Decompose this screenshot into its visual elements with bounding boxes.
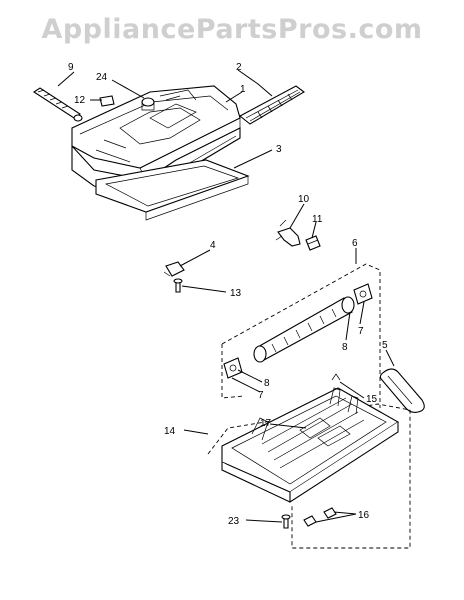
callout-24: 24	[96, 72, 108, 83]
brushroll-part	[255, 297, 353, 361]
callout-9: 9	[68, 62, 74, 73]
callout-15: 15	[366, 394, 378, 405]
base-group-outline	[207, 403, 411, 549]
watermark-text: AppliancePartsPros.com	[41, 14, 423, 45]
callout-7-left: 7	[258, 390, 264, 401]
callout-3: 3	[276, 144, 282, 155]
callout-11: 11	[312, 214, 323, 225]
callout-7-right: 7	[358, 326, 364, 337]
brushroll-assembly	[221, 263, 425, 413]
wire-bracket-part	[277, 227, 301, 247]
callout-1: 1	[240, 84, 246, 95]
clip-part	[99, 95, 115, 107]
bracket-part	[165, 261, 185, 277]
leader-lines	[57, 69, 395, 523]
switch-parts	[275, 219, 321, 251]
base-assembly	[207, 373, 411, 549]
callout-4: 4	[210, 240, 216, 251]
bracket-screw-parts	[163, 261, 185, 293]
callout-labels: 2 9 24 12 1 3 10 11 4 13 6 7 8 5 8 7 15 …	[68, 62, 388, 527]
callout-10: 10	[298, 194, 310, 205]
callout-13: 13	[230, 288, 242, 299]
fastener-part	[303, 515, 317, 527]
bulb-part	[305, 235, 321, 251]
callout-2: 2	[236, 62, 242, 73]
end-cap-left-part	[223, 357, 243, 379]
bottom-plate-part	[95, 159, 250, 213]
end-cap-right-part	[353, 283, 373, 305]
knob-part	[141, 97, 155, 107]
callout-12: 12	[74, 95, 86, 106]
belt-part	[379, 368, 425, 413]
hood-top-part	[71, 85, 241, 169]
brushroll-group-outline	[221, 263, 381, 408]
callout-8-left: 8	[264, 378, 270, 389]
callout-5: 5	[382, 340, 388, 351]
callout-17: 17	[260, 418, 272, 429]
callout-23: 23	[228, 516, 240, 527]
hood-assembly	[32, 85, 305, 221]
callout-16: 16	[358, 510, 370, 521]
callout-8-right: 8	[342, 342, 348, 353]
callout-14: 14	[164, 426, 176, 437]
callout-6: 6	[352, 238, 358, 249]
